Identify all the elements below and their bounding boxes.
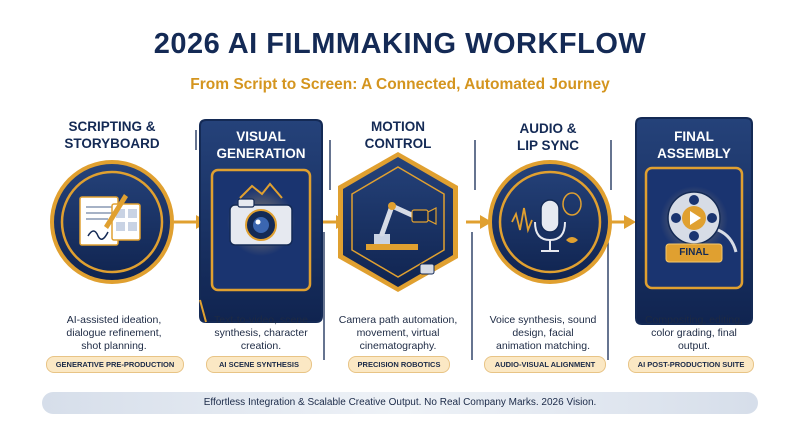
stage-4-node <box>488 160 612 284</box>
desc-connectors <box>323 232 609 360</box>
stage-3-desc-line3: cinematography. <box>359 340 437 352</box>
stage-5-title-line2: ASSEMBLY <box>657 146 731 161</box>
stage-2-desc-line2: synthesis, character <box>214 327 308 339</box>
stage-1-title-line2: STORYBOARD <box>64 136 160 151</box>
stage-2-description: Text-to-video, scene synthesis, characte… <box>196 314 326 353</box>
stage-4-desc-line2: design, facial <box>512 327 574 339</box>
stage-5-desc-line2: color grading, final <box>651 327 737 339</box>
script-storyboard-icon <box>79 194 141 246</box>
stage-1-title-line1: SCRIPTING & <box>68 119 156 134</box>
stage-1-desc-line1: AI-assisted ideation, <box>66 314 162 326</box>
stage-4-desc-line3: animation matching. <box>496 340 590 352</box>
robot-arm-icon <box>366 202 437 250</box>
stage-2-title-line1: VISUAL <box>236 129 286 144</box>
arrow-4-icon <box>610 215 636 229</box>
final-badge <box>665 243 723 263</box>
page-subtitle: From Script to Screen: A Connected, Auto… <box>190 76 610 93</box>
camera-icon <box>227 182 295 256</box>
stage-1-description: AI-assisted ideation, dialogue refinemen… <box>44 314 184 353</box>
stage-5-desc-line3: output. <box>677 340 711 352</box>
microphone-icon <box>511 192 582 252</box>
stage-2-title: VISUAL GENERATION <box>203 128 319 162</box>
stage-3-title: MOTION CONTROL <box>340 118 456 152</box>
stage-1-desc-line3: shot planning. <box>81 340 147 352</box>
stage-3-node <box>338 152 458 292</box>
stage-2-desc-line1: Text-to-video, scene <box>214 314 308 326</box>
stage-5-title: FINAL ASSEMBLY <box>640 128 748 162</box>
stage-4-title: AUDIO & LIP SYNC <box>488 120 608 154</box>
page-title: 2026 AI FILMMAKING WORKFLOW <box>153 28 647 60</box>
stage-3-tag: PRECISION ROBOTICS <box>348 356 450 373</box>
stage-5-node <box>635 117 753 325</box>
stage-3-description: Camera path automation, movement, virtua… <box>328 314 468 353</box>
stage-5-description: Compositing, editing, color grading, fin… <box>624 314 764 353</box>
stage-4-title-line1: AUDIO & <box>519 121 577 136</box>
stage-2-node <box>199 119 323 323</box>
stage-3-desc-line2: movement, virtual <box>356 327 440 339</box>
stage-1-tag: GENERATIVE PRE-PRODUCTION <box>46 356 184 373</box>
stage-2-tag: AI SCENE SYNTHESIS <box>206 356 312 373</box>
stage-4-title-line2: LIP SYNC <box>516 138 579 153</box>
stage-4-tag: AUDIO-VISUAL ALIGNMENT <box>484 356 606 373</box>
stage-1-node <box>50 160 174 284</box>
stage-2-title-line2: GENERATION <box>216 146 306 161</box>
stage-5-desc-line1: Compositing, editing, <box>644 314 744 326</box>
stage-3-title-line1: MOTION <box>371 119 425 134</box>
stage-1-title: SCRIPTING & STORYBOARD <box>52 118 172 152</box>
small-device-icon <box>419 263 435 275</box>
final-badge-label: FINAL <box>679 247 709 258</box>
stage-5-tag: AI POST-PRODUCTION SUITE <box>628 356 754 373</box>
stage-3-title-line2: CONTROL <box>364 136 432 151</box>
stage-5-title-line1: FINAL <box>674 129 714 144</box>
stage-4-desc-line1: Voice synthesis, sound <box>489 314 597 326</box>
stage-1-desc-line2: dialogue refinement, <box>66 327 162 339</box>
footer-banner: Effortless Integration & Scalable Creati… <box>42 392 758 414</box>
stage-3-desc-line1: Camera path automation, <box>338 314 458 326</box>
film-reel-icon <box>660 186 738 254</box>
connector-lines <box>195 130 612 190</box>
stage-2-desc-line3: creation. <box>240 340 282 352</box>
stage-4-description: Voice synthesis, sound design, facial an… <box>476 314 610 353</box>
arrow-3-icon <box>466 215 492 229</box>
